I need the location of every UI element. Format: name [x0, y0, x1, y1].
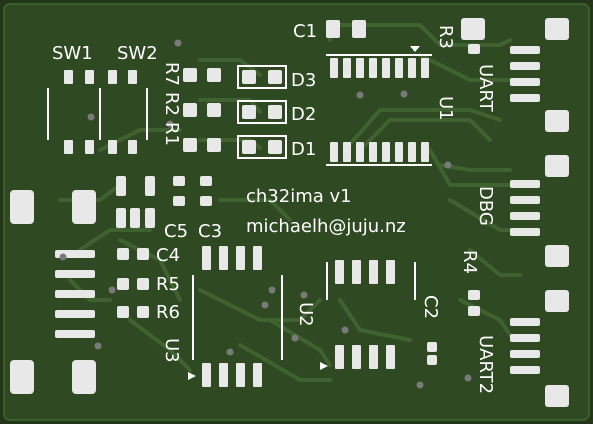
u3-chip-pads: [202, 246, 262, 387]
label-r4: R4: [459, 250, 480, 274]
vias: [59, 39, 472, 389]
u2-chip-pads: [335, 260, 395, 369]
small-smd-pads: [82, 176, 212, 228]
label-r3: R3: [435, 25, 456, 49]
u1-pin1-marker: [410, 46, 420, 52]
label-c2: C2: [420, 295, 441, 319]
label-u3: U3: [161, 338, 182, 363]
label-u1: U1: [435, 96, 456, 121]
label-c4: C4: [156, 245, 180, 266]
label-sw1: SW1: [52, 43, 93, 64]
label-r5: R5: [156, 274, 180, 295]
left-connector-pads: [10, 190, 96, 394]
u1-chip-pads: [330, 58, 429, 162]
c4-r5-r6-pads: [117, 248, 149, 318]
label-uart: UART: [475, 64, 496, 113]
switch-pads: [64, 70, 137, 154]
label-c1: C1: [293, 21, 317, 42]
resistor-pads-r7-r2-r1: [183, 68, 221, 152]
label-dbg: DBG: [475, 186, 496, 226]
label-d3: D3: [291, 70, 316, 91]
u3-pin1-marker: [188, 372, 196, 380]
label-r7: R7: [161, 62, 182, 86]
switch-outlines: [47, 88, 148, 140]
label-d1: D1: [291, 139, 316, 160]
label-c3: C3: [198, 221, 222, 242]
label-uart2: UART2: [475, 335, 496, 394]
led-outlines: [237, 65, 287, 159]
label-r2: R2: [161, 92, 182, 116]
label-sw2: SW2: [117, 43, 158, 64]
component-outlines: [192, 54, 432, 360]
u2-pin1-marker: [320, 362, 328, 370]
board-title: ch32ima v1: [246, 186, 352, 207]
label-c5: C5: [164, 221, 188, 242]
label-u2: U2: [295, 302, 316, 327]
led-pads: [242, 70, 282, 154]
dbg-connector: [510, 155, 569, 267]
board-email: michaelh@juju.nz: [246, 216, 406, 237]
label-d2: D2: [291, 104, 316, 125]
label-r1: R1: [161, 122, 182, 146]
passive-pads: [326, 20, 480, 365]
label-r6: R6: [156, 302, 180, 323]
uart2-connector: [510, 290, 569, 407]
